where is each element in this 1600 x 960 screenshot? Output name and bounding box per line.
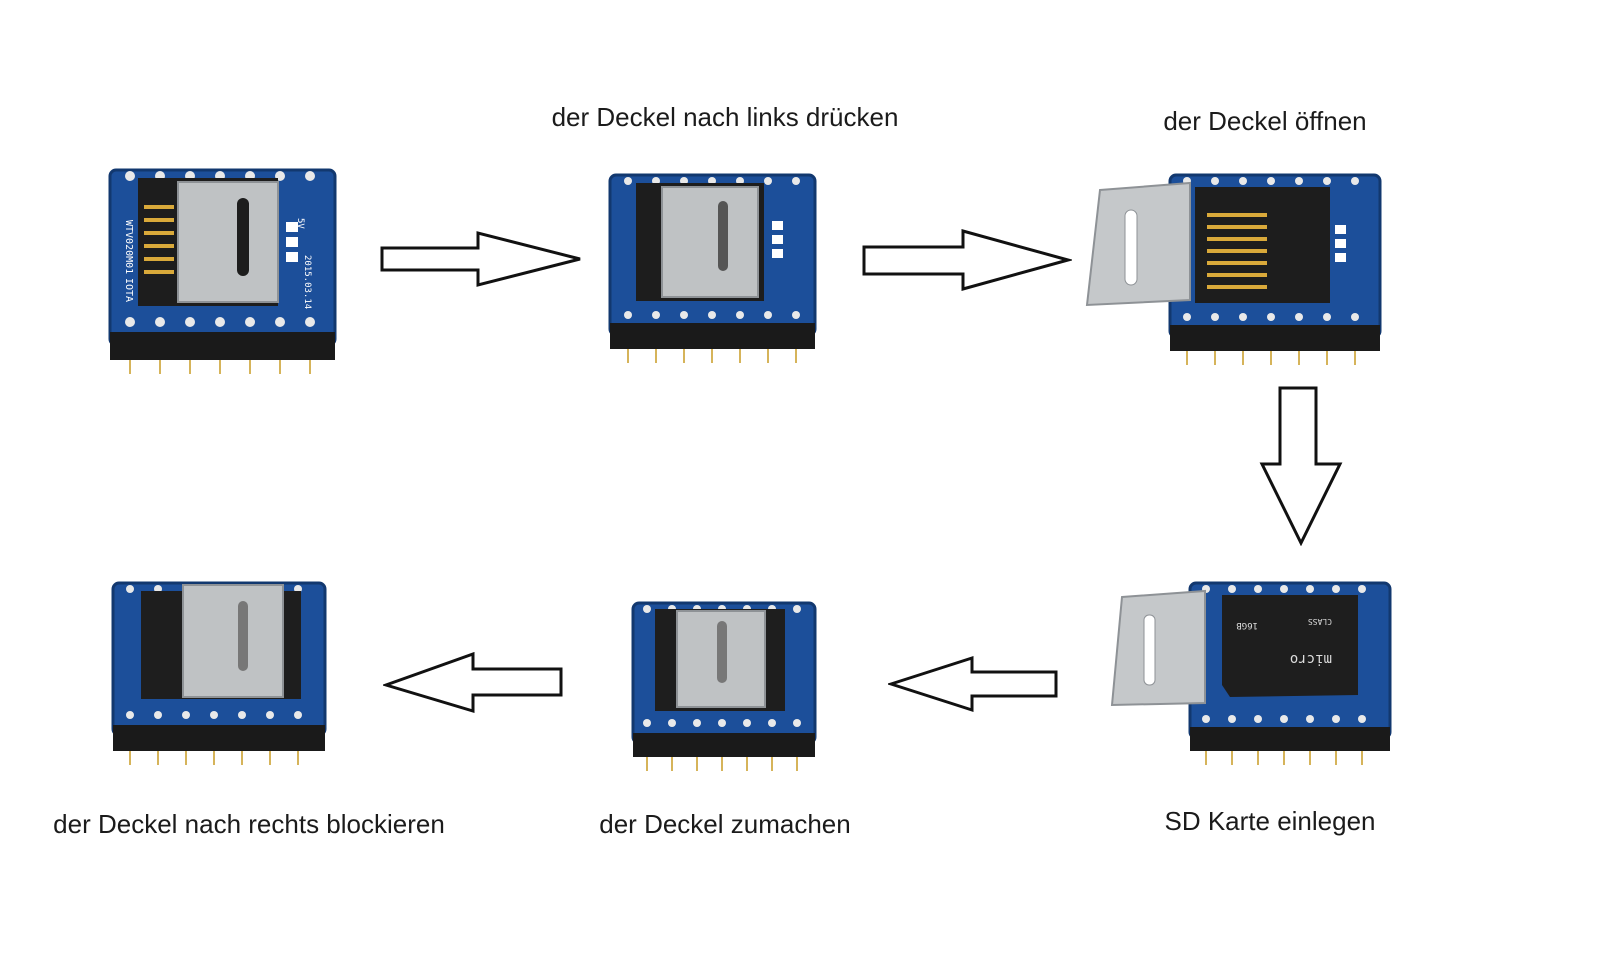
board-model-label: WTV020M01 [123, 220, 134, 274]
module-step-5-closed-with-card [631, 601, 817, 771]
module-step-6-locked [111, 581, 327, 765]
step-5-caption: der Deckel zumachen [599, 809, 851, 839]
card-size-label: 16GB [1236, 620, 1258, 630]
arrow-left-1-icon [888, 655, 1058, 713]
step-6-caption: der Deckel nach rechts blockieren [53, 809, 445, 839]
module-step-4-card-inserted: 16GB CLASS micro [1110, 581, 1392, 765]
module-step-1-closed: 5V 2015.03.14 WTV020M01 IOTA [108, 168, 337, 374]
step-2-caption: der Deckel nach links drücken [551, 102, 899, 132]
arrow-left-2-icon [383, 652, 563, 714]
board-side-label: IOTA [123, 278, 134, 302]
step-4-caption: SD Karte einlegen [1164, 806, 1376, 836]
module-step-3-open [1085, 173, 1382, 365]
arrow-right-2-icon [862, 229, 1072, 291]
card-class-label: CLASS [1308, 617, 1332, 626]
board-5v-label: 5V [295, 218, 305, 229]
board-date-label: 2015.03.14 [302, 255, 312, 309]
arrow-down-icon [1259, 386, 1343, 546]
step-3-caption: der Deckel öffnen [1163, 106, 1367, 136]
arrow-right-1-icon [380, 231, 581, 287]
card-brand-label: micro [1290, 651, 1332, 667]
module-step-2-pushed [608, 173, 817, 363]
